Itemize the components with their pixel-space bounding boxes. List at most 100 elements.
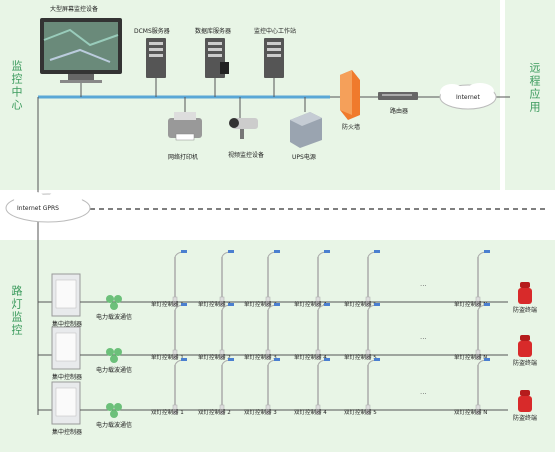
terminal-top [520, 390, 530, 396]
lamp-head [324, 358, 330, 361]
controller-box [315, 404, 321, 415]
ellipsis: ... [420, 388, 427, 396]
controller-label: 单灯控制器 2 [198, 300, 231, 308]
firewall [340, 70, 360, 120]
dcms-server-label: DCMS服务器 [134, 27, 170, 35]
plc-icon [106, 403, 114, 411]
controller-box [365, 349, 371, 360]
street-light: 双灯控制器 1 [151, 358, 187, 416]
large-screen-monitor [40, 18, 122, 97]
controller-box [172, 296, 178, 307]
lamp-head [374, 358, 380, 361]
street-light: 单灯控制器 3 [244, 303, 280, 361]
controller-box [219, 349, 225, 360]
router [378, 92, 418, 100]
street-light: 单灯控制器 N [454, 250, 490, 308]
concentrator-label: 集中控制器 [52, 428, 82, 436]
plc-icon-c [110, 410, 118, 418]
controller-box [365, 296, 371, 307]
street-light: 单灯控制器 3 [244, 250, 280, 308]
lamp-head [181, 358, 187, 361]
controller-label: 双灯控制器 1 [151, 408, 184, 416]
controller-box [172, 404, 178, 415]
internet-label: Internet [456, 94, 480, 101]
controller-label: 单灯控制器 1 [151, 300, 184, 308]
plc-icon-b [114, 295, 122, 303]
street-light: 双灯控制器 2 [198, 358, 234, 416]
printer-label: 网络打印机 [168, 153, 198, 161]
controller-label: 单灯控制器 1 [151, 353, 184, 361]
street-light: 单灯控制器 1 [151, 303, 187, 361]
plc-icon [106, 348, 114, 356]
terminal-label: 防盗终端 [513, 306, 537, 314]
terminal-top [520, 335, 530, 341]
ellipsis: ... [420, 333, 427, 341]
controller-label: 单灯控制器 N [454, 353, 487, 361]
gprs-cloud [5, 191, 91, 223]
dcms-server [146, 38, 166, 97]
street-light: 单灯控制器 4 [294, 250, 330, 308]
plc-label: 电力载波通信 [96, 421, 132, 429]
lamp-head [181, 303, 187, 306]
firewall-label: 防火墙 [342, 123, 360, 131]
controller-box [219, 404, 225, 415]
controller-label: 单灯控制器 3 [244, 353, 277, 361]
lamp-head [228, 250, 234, 253]
controller-box [315, 349, 321, 360]
controller-box [219, 296, 225, 307]
controller-label: 单灯控制器 5 [344, 353, 377, 361]
controller-box [265, 404, 271, 415]
street-light: 单灯控制器 1 [151, 250, 187, 308]
lamp-head [228, 303, 234, 306]
large-screen-label: 大型屏幕监控设备 [50, 5, 98, 13]
lamp-head [484, 250, 490, 253]
plc-label: 电力载波通信 [96, 366, 132, 374]
controller-label: 双灯控制器 3 [244, 408, 277, 416]
controller-box [365, 404, 371, 415]
remote-app-region [505, 0, 555, 190]
camera-label: 视频监控设备 [228, 151, 264, 159]
router-label: 路由器 [390, 107, 408, 115]
ups-label: UPS电源 [292, 153, 316, 161]
database-server-label: 数据库服务器 [195, 27, 231, 35]
controller-box [265, 296, 271, 307]
lamp-head [274, 250, 280, 253]
lamp-head [324, 303, 330, 306]
lamp-head [228, 358, 234, 361]
lamp-head [374, 303, 380, 306]
street-light: 双灯控制器 5 [344, 358, 380, 416]
anti-theft-terminal [518, 341, 532, 357]
ellipsis: ... [420, 280, 427, 288]
remote-app-label: 远程应用 [528, 62, 541, 114]
light-rows: 集中控制器 电力载波通信 单灯控制器 1 单灯控制器 2 单灯控制器 3 单灯控制器 4 单… [38, 250, 537, 436]
controller-box [265, 349, 271, 360]
street-light: 单灯控制器 4 [294, 303, 330, 361]
plc-icon-b [114, 403, 122, 411]
controller-box [475, 404, 481, 415]
anti-theft-terminal [518, 396, 532, 412]
street-light: 单灯控制器 2 [198, 250, 234, 308]
network-printer [168, 97, 202, 141]
lamp-head [484, 358, 490, 361]
lamp-head [484, 303, 490, 306]
controller-label: 单灯控制器 N [454, 300, 487, 308]
plc-icon-c [110, 355, 118, 363]
cabinet-panel [55, 332, 77, 362]
plc-icon-c [110, 302, 118, 310]
plc-icon-b [114, 348, 122, 356]
workstation-label: 监控中心工作站 [254, 27, 296, 35]
terminal-label: 防盗终端 [513, 414, 537, 422]
controller-label: 双灯控制器 N [454, 408, 487, 416]
controller-label: 双灯控制器 5 [344, 408, 377, 416]
controller-label: 单灯控制器 5 [344, 300, 377, 308]
monitoring-center-label: 监控中心 [10, 60, 23, 112]
controller-box [475, 349, 481, 360]
internet-cloud [439, 83, 497, 110]
controller-label: 单灯控制器 4 [294, 300, 327, 308]
plc-icon [106, 295, 114, 303]
